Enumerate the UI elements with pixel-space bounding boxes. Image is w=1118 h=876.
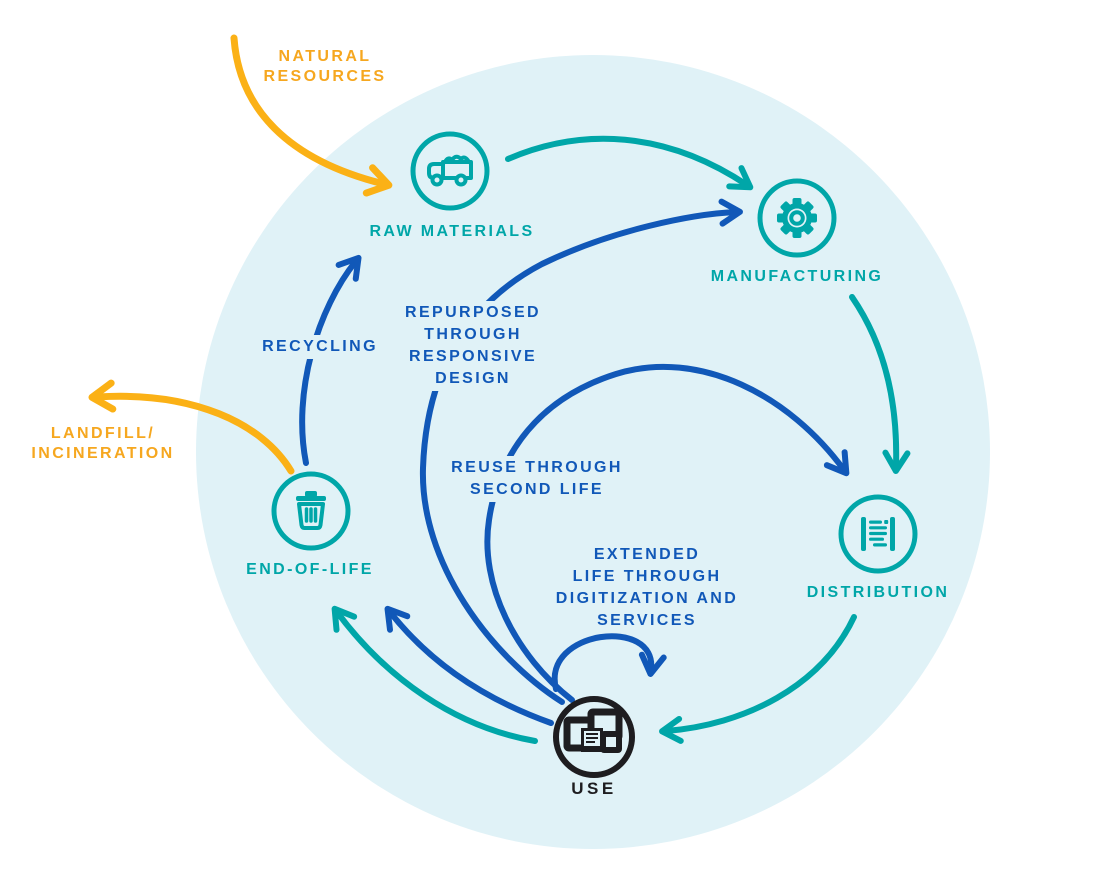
- repurposed-label: REPURPOSED THROUGH RESPONSIVE DESIGN: [400, 301, 546, 391]
- landfill-incineration-label: LANDFILL/ INCINERATION: [31, 425, 175, 462]
- distribution-label: DISTRIBUTION: [803, 581, 953, 605]
- arrow-extended-life-use-self-loop: [551, 633, 667, 692]
- reuse-label: REUSE THROUGH SECOND LIFE: [447, 456, 627, 502]
- natural-resources-label: NATURAL RESOURCES: [263, 48, 387, 85]
- extended-life-label: EXTENDED LIFE THROUGH DIGITIZATION AND S…: [551, 543, 743, 633]
- arrow-end-of-life-to-landfill: [88, 379, 295, 475]
- gear-icon: [757, 178, 837, 258]
- use-label: USE: [571, 778, 617, 800]
- arrow-distribution-to-use: [659, 614, 857, 744]
- devices-icon: [553, 696, 635, 778]
- arrow-natural-resources-to-raw-materials: [230, 34, 393, 197]
- arrow-use-to-end-of-life-blue: [384, 605, 554, 726]
- raw-materials-label: RAW MATERIALS: [366, 220, 538, 244]
- arrow-use-to-end-of-life: [331, 605, 538, 744]
- arrow-reuse-use-to-distribution: [484, 363, 850, 703]
- shipment-list-icon: [838, 494, 918, 574]
- dump-truck-icon: [410, 131, 490, 211]
- arrow-raw-materials-to-manufacturing: [505, 135, 754, 191]
- arrow-manufacturing-to-distribution: [849, 294, 911, 474]
- recycling-label: RECYCLING: [258, 335, 382, 359]
- end-of-life-label: END-OF-LIFE: [243, 558, 377, 582]
- manufacturing-label: MANUFACTURING: [707, 265, 887, 289]
- trash-icon: [271, 471, 351, 551]
